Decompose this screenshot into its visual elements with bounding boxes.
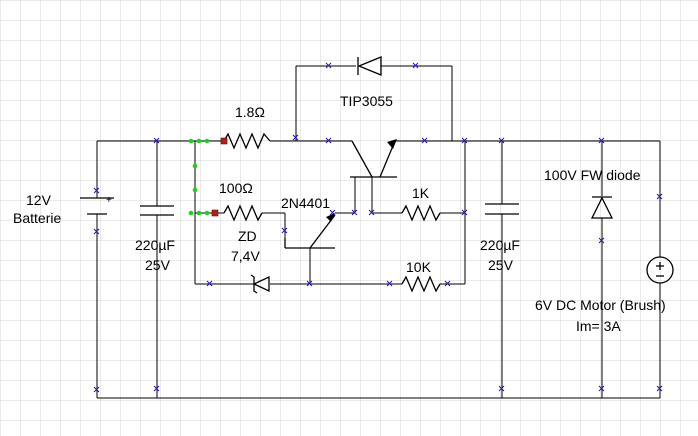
battery-voltage-label: 12V — [26, 192, 52, 208]
capacitor-2-value-label: 220µF — [480, 237, 520, 253]
battery-plus-sign: + — [106, 195, 112, 206]
resistor-100-ohm-symbol — [223, 204, 263, 222]
motor-current-label: Im= 3A — [576, 318, 621, 334]
motor-symbol — [646, 256, 674, 284]
transistor-protection-diode-symbol — [357, 56, 382, 76]
capacitor-1-symbol — [140, 205, 174, 216]
transistor-tip3055-symbol — [350, 139, 397, 178]
zener-voltage-label: 7,4V — [231, 248, 260, 264]
resistor-10k-label: 10K — [406, 259, 432, 275]
freewheel-diode-label: 100V FW diode — [544, 167, 641, 183]
pin-dots — [188, 137, 228, 217]
transistor-2n4401-symbol — [284, 213, 336, 249]
battery-name-label: Batterie — [13, 210, 61, 226]
resistor-100-ohm-label: 100Ω — [219, 180, 253, 196]
node-markers — [93, 62, 663, 393]
transistor-tip3055-label: TIP3055 — [340, 93, 393, 109]
zener-diode-symbol — [250, 274, 270, 294]
freewheel-diode-symbol — [590, 196, 614, 219]
motor-name-label: 6V DC Motor (Brush) — [535, 297, 666, 313]
resistor-1-8-ohm-label: 1.8Ω — [235, 104, 265, 120]
transistor-2n4401-label: 2N4401 — [281, 195, 330, 211]
battery-symbol — [80, 197, 114, 215]
zener-name-label: ZD — [238, 228, 257, 244]
resistor-1k-symbol — [401, 204, 441, 222]
resistor-1-8-ohm-symbol — [223, 132, 271, 150]
resistor-1k-label: 1K — [412, 185, 430, 201]
capacitor-2-voltage-label: 25V — [488, 257, 514, 273]
capacitor-1-value-label: 220µF — [135, 237, 175, 253]
capacitor-2-symbol — [485, 203, 519, 215]
capacitor-1-voltage-label: 25V — [145, 257, 171, 273]
resistor-10k-symbol — [401, 275, 441, 293]
